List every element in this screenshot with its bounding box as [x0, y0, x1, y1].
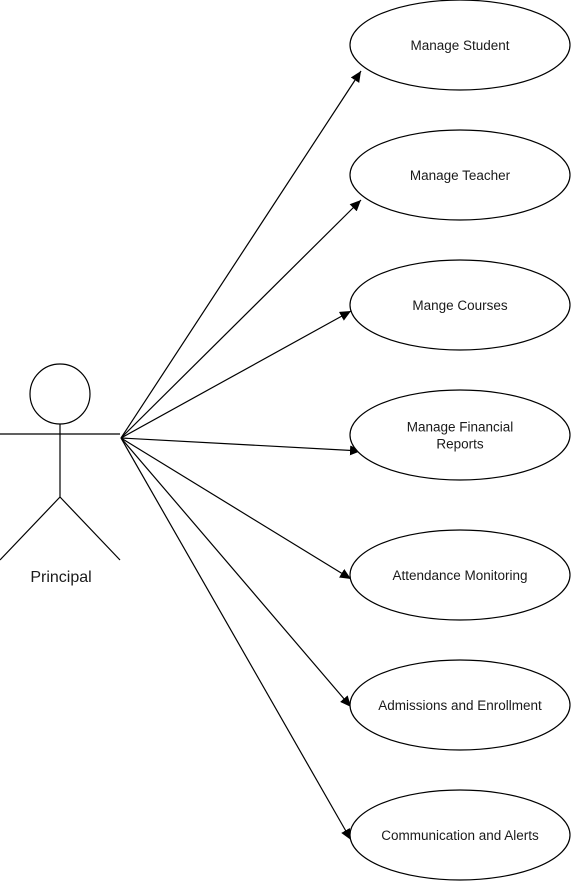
association-arrow — [120, 199, 362, 439]
actor-head — [29, 363, 91, 425]
association-arrow — [120, 70, 362, 439]
use-case-ellipse — [349, 659, 571, 751]
use-case-label: Communication and Alerts — [381, 828, 539, 843]
associations — [120, 70, 362, 841]
association-arrow — [120, 437, 352, 708]
use-case-label: Manage Financial — [407, 420, 514, 435]
use-case: Communication and Alerts — [349, 789, 571, 881]
use-case-label: Manage Student — [410, 38, 509, 53]
use-case: Mange Courses — [349, 259, 571, 351]
actor-left-leg — [0, 496, 61, 561]
use-case-ellipse — [349, 789, 571, 881]
use-case-label: Admissions and Enrollment — [378, 698, 542, 713]
use-case-ellipse — [349, 129, 571, 221]
use-case-ellipse — [349, 0, 571, 91]
use-case-ellipse — [349, 389, 571, 481]
use-case: Attendance Monitoring — [349, 529, 571, 621]
association-arrow — [120, 310, 352, 439]
use-case-label: Reports — [436, 437, 484, 452]
use-case: Manage Student — [349, 0, 571, 91]
association-arrow — [120, 437, 352, 580]
use-case-label: Mange Courses — [412, 298, 508, 313]
use-case-ellipse — [349, 529, 571, 621]
use-case-label: Manage Teacher — [410, 168, 511, 183]
use-case-label: Attendance Monitoring — [392, 568, 527, 583]
actor-right-leg — [59, 496, 121, 561]
use-case-ellipse — [349, 259, 571, 351]
use-case: Admissions and Enrollment — [349, 659, 571, 751]
use-case: Manage Teacher — [349, 129, 571, 221]
association-arrow — [120, 437, 362, 456]
principal-actor: Principal — [0, 363, 121, 586]
association-arrow — [120, 437, 352, 841]
actor-name: Principal — [30, 569, 91, 586]
